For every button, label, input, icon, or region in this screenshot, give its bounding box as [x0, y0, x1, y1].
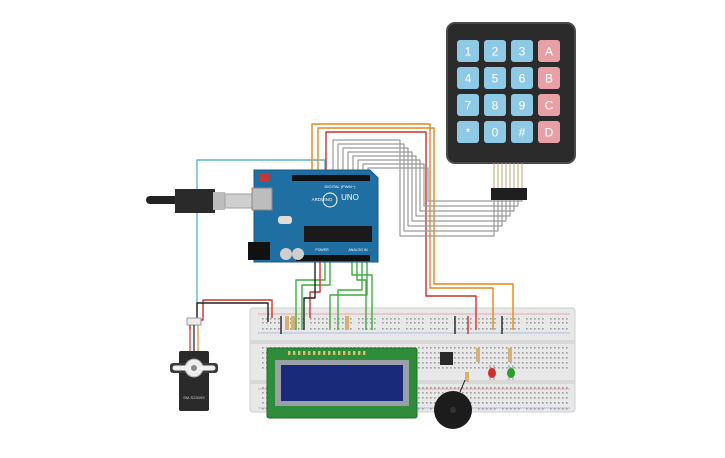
wire-red-led [325, 131, 477, 330]
keypad-key-label: # [519, 126, 526, 140]
arduino-digital-label: DIGITAL (PWM~) [325, 184, 357, 189]
keypad-key[interactable]: 2 [484, 40, 506, 62]
keypad-key[interactable]: D [538, 121, 560, 143]
servo-label: SM-S2309S [183, 395, 205, 400]
keypad-wire [367, 167, 523, 202]
wire-teal [196, 159, 326, 315]
keypad-wire [352, 155, 511, 217]
keypad-wire [347, 151, 507, 222]
ic-chip [440, 352, 453, 365]
lcd-pins [288, 351, 366, 355]
keypad-wires [332, 139, 523, 237]
keypad-key-label: 8 [492, 99, 499, 113]
lcd-display[interactable] [266, 347, 418, 419]
keypad-key-label: 3 [519, 45, 526, 59]
keypad-key-label: C [545, 99, 554, 113]
keypad-key[interactable]: 5 [484, 67, 506, 89]
wire-green-1 [295, 262, 326, 330]
arduino-analog-label: ANALOG IN [348, 248, 368, 252]
keypad: 1 2 3 A 4 5 6 B 7 8 9 C * 0 # D [446, 22, 576, 200]
arduino-uno[interactable]: DIGITAL (PWM~) ARDUINO UNO POWER ANALOG … [248, 169, 379, 263]
keypad-key-label: 0 [492, 126, 499, 140]
keypad-wire [332, 139, 495, 237]
keypad-key[interactable]: 8 [484, 94, 506, 116]
keypad-key-label: 9 [519, 99, 526, 113]
keypad-wire [342, 147, 503, 227]
keypad-key-label: 7 [465, 99, 472, 113]
keypad-key-label: 2 [492, 45, 499, 59]
keypad-key[interactable]: 9 [511, 94, 533, 116]
arduino-model: UNO [341, 193, 359, 202]
keypad-key[interactable]: 6 [511, 67, 533, 89]
wires [189, 123, 523, 334]
keypad-wire [362, 163, 519, 207]
keypad-key[interactable]: # [511, 121, 533, 143]
keypad-key-label: A [545, 45, 553, 59]
keypad-key-label: * [466, 126, 471, 140]
keypad-key-label: D [545, 126, 554, 140]
keypad-ribbon [493, 163, 523, 188]
keypad-key-label: 4 [465, 72, 472, 86]
servo-motor[interactable]: SM-S2309S [170, 317, 218, 411]
keypad-key[interactable]: 0 [484, 121, 506, 143]
arduino-brand: ARDUINO [312, 197, 333, 202]
piezo-buzzer[interactable] [434, 379, 472, 429]
keypad-key[interactable]: 4 [457, 67, 479, 89]
arduino-power-label: POWER [315, 248, 329, 252]
keypad-key-label: 6 [519, 72, 526, 86]
keypad-wire [357, 159, 515, 212]
keypad-key[interactable]: B [538, 67, 560, 89]
keypad-key[interactable]: C [538, 94, 560, 116]
keypad-connector [491, 188, 527, 200]
led-red[interactable] [488, 365, 496, 380]
keypad-key-label: 1 [465, 45, 472, 59]
keypad-key[interactable]: * [457, 121, 479, 143]
keypad-key-label: B [545, 72, 553, 86]
keypad-key-label: 5 [492, 72, 499, 86]
lcd-screen [281, 365, 403, 401]
keypad-key[interactable]: 1 [457, 40, 479, 62]
keypad-key[interactable]: 3 [511, 40, 533, 62]
wire-green-6 [329, 262, 368, 330]
resistors [285, 316, 512, 382]
wire-black-servo [196, 302, 269, 322]
wire-green-5 [337, 262, 363, 330]
wire-black-gnd [303, 262, 316, 330]
keypad-key[interactable]: 7 [457, 94, 479, 116]
arduino-logo [322, 192, 338, 208]
led-green[interactable] [507, 365, 515, 380]
reset-button[interactable] [260, 173, 269, 182]
keypad-key[interactable]: A [538, 40, 560, 62]
wire-green-2 [301, 262, 331, 330]
